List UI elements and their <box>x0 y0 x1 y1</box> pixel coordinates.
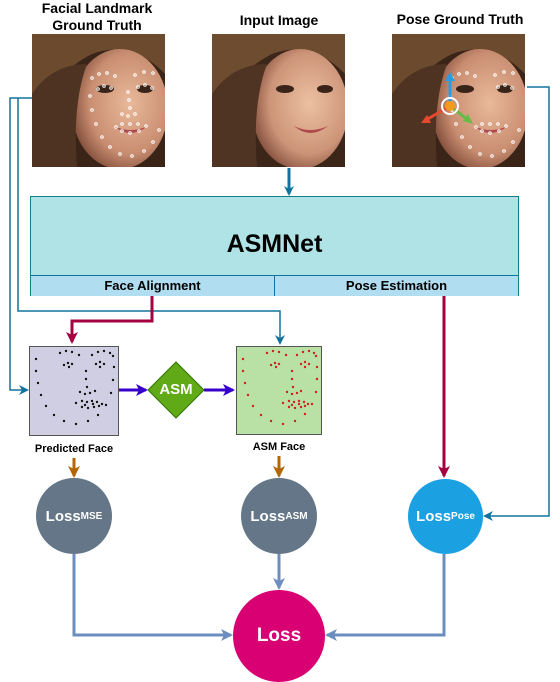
loss-asm-base: Loss <box>250 507 286 525</box>
asm-block-label: ASM <box>159 381 193 398</box>
arrow-face-alignment-to-predicted <box>66 296 154 344</box>
loss-asm-sub: ASM <box>285 510 308 522</box>
asmnet-block: ASMNet Face Alignment Pose Estimation <box>30 196 519 296</box>
asmnet-title: ASMNet <box>226 230 323 258</box>
predicted-face-label: Predicted Face <box>34 443 114 455</box>
arrow-loss-mse-to-total <box>72 554 233 641</box>
asm-face-label: ASM Face <box>252 441 306 453</box>
landmark-gt-title: Facial Landmark Ground Truth <box>22 0 172 34</box>
landmark-gt-title-line2: Ground Truth <box>52 17 142 33</box>
arrow-landmark-gt-to-predicted <box>9 97 32 395</box>
pose-gt-photo <box>392 34 525 167</box>
total-loss-label: Loss <box>256 625 302 646</box>
pose-axes-icon <box>421 72 473 124</box>
pose-estimation-branch: Pose Estimation <box>275 275 518 296</box>
arrow-landmark-gt-to-asm-face <box>17 98 285 345</box>
input-image-title: Input Image <box>239 12 319 28</box>
arrow-pose-gt-to-loss-pose <box>483 86 550 521</box>
arrow-loss-pose-to-total <box>325 554 446 641</box>
landmark-gt-photo <box>32 34 165 167</box>
asm-face-box <box>236 346 322 435</box>
total-loss-circle: Loss <box>233 590 325 682</box>
pose-gt-title: Pose Ground Truth <box>396 11 524 27</box>
loss-mse-sub: MSE <box>80 510 103 522</box>
asm-landmarks <box>241 349 319 426</box>
input-image-photo <box>212 34 345 167</box>
face-alignment-branch: Face Alignment <box>31 275 275 296</box>
asm-diamond <box>147 361 205 419</box>
loss-pose-sub: Pose <box>451 511 475 522</box>
loss-mse-base: Loss <box>45 507 81 525</box>
loss-pose-base: Loss <box>416 508 452 525</box>
landmark-gt-title-line1: Facial Landmark <box>41 0 153 16</box>
predicted-face-box <box>29 346 119 436</box>
predicted-landmarks <box>34 349 116 426</box>
